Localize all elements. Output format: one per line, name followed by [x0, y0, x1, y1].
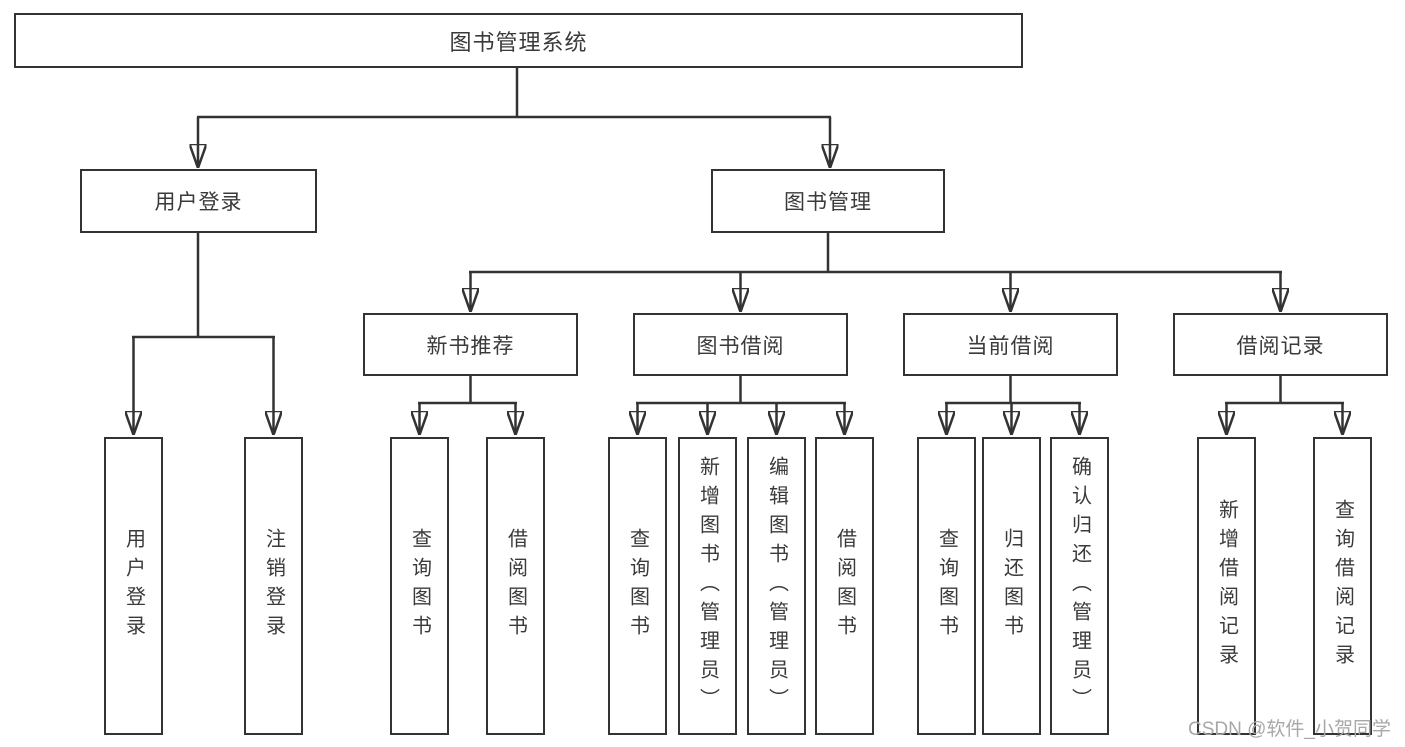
leaf-cb-return-books: 归还图书	[982, 437, 1041, 735]
node-current-borrow: 当前借阅	[903, 313, 1118, 376]
node-user-login: 用户登录	[80, 169, 317, 233]
connector-user-login-children	[132, 233, 275, 434]
leaf-br-query-record: 查询借阅记录	[1313, 437, 1372, 735]
leaf-rec-query-books: 查询图书	[390, 437, 449, 735]
leaf-bb-edit-books-admin-label: 编辑图书（管理员）	[765, 455, 788, 717]
node-book-borrow: 图书借阅	[633, 313, 848, 376]
leaf-cb-query-books: 查询图书	[917, 437, 976, 735]
leaf-bb-add-books-admin-label: 新增图书（管理员）	[696, 455, 719, 717]
connector-borrow-records-children	[1225, 376, 1344, 434]
leaf-bb-query-books-label: 查询图书	[626, 528, 649, 644]
leaf-cb-return-books-label: 归还图书	[1000, 528, 1023, 644]
leaf-cb-query-books-label: 查询图书	[935, 528, 958, 644]
node-book-borrow-label: 图书借阅	[696, 334, 785, 358]
leaf-bb-edit-books-admin: 编辑图书（管理员）	[747, 437, 806, 735]
leaf-bb-borrow-books-label: 借阅图书	[833, 528, 856, 644]
node-new-book-rec: 新书推荐	[363, 313, 578, 376]
leaf-user-login: 用户登录	[104, 437, 163, 735]
leaf-bb-add-books-admin: 新增图书（管理员）	[678, 437, 737, 735]
leaf-rec-borrow-books-label: 借阅图书	[504, 528, 527, 644]
connector-book-mgmt-children	[469, 233, 1282, 311]
connector-new-book-rec-children	[418, 376, 517, 434]
connector-current-borrow-children	[945, 376, 1081, 434]
csdn-watermark: CSDN @软件_小贺同学	[1188, 719, 1391, 740]
leaf-bb-borrow-books: 借阅图书	[815, 437, 874, 735]
leaf-br-add-record-label: 新增借阅记录	[1215, 499, 1238, 673]
leaf-rec-borrow-books: 借阅图书	[486, 437, 545, 735]
leaf-logout-label: 注销登录	[262, 528, 285, 644]
node-book-mgmt: 图书管理	[711, 169, 945, 233]
leaf-cb-confirm-return-admin-label: 确认归还（管理员）	[1068, 455, 1091, 717]
leaf-user-login-label: 用户登录	[122, 528, 145, 644]
connector-root-to-level2	[197, 68, 831, 167]
node-root: 图书管理系统	[14, 13, 1023, 68]
leaf-rec-query-books-label: 查询图书	[408, 528, 431, 644]
node-user-login-label: 用户登录	[154, 191, 243, 214]
leaf-br-add-record: 新增借阅记录	[1197, 437, 1256, 735]
leaf-bb-query-books: 查询图书	[608, 437, 667, 735]
node-borrow-records-label: 借阅记录	[1236, 334, 1325, 358]
node-borrow-records: 借阅记录	[1173, 313, 1388, 376]
node-new-book-rec-label: 新书推荐	[426, 334, 515, 358]
leaf-br-query-record-label: 查询借阅记录	[1331, 499, 1354, 673]
leaf-cb-confirm-return-admin: 确认归还（管理员）	[1050, 437, 1109, 735]
node-root-label: 图书管理系统	[449, 29, 588, 55]
leaf-logout: 注销登录	[244, 437, 303, 735]
node-book-mgmt-label: 图书管理	[784, 191, 872, 214]
connector-book-borrow-children	[636, 376, 846, 434]
node-current-borrow-label: 当前借阅	[966, 334, 1055, 358]
